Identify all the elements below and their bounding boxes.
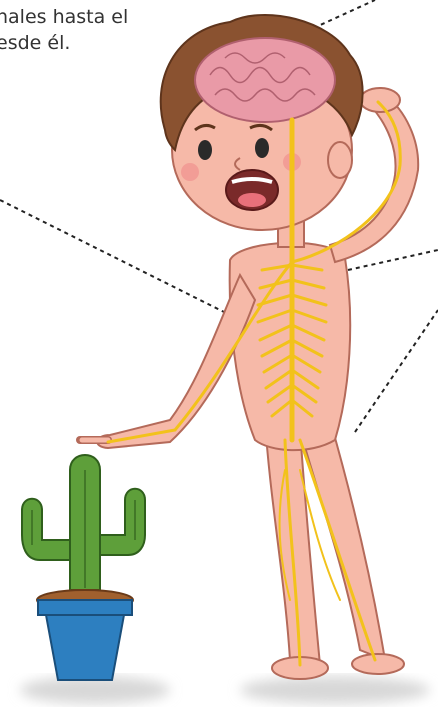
ear [328, 142, 352, 178]
left-eye [198, 140, 212, 160]
pointing-arm [97, 275, 255, 448]
flower-pot [38, 600, 132, 680]
brain [195, 38, 335, 122]
human-figure [80, 15, 418, 679]
cactus-left-arm [22, 499, 70, 560]
left-cheek [181, 163, 199, 181]
right-foot [352, 654, 404, 674]
leader-leg-nerve [355, 310, 438, 432]
right-eye [255, 138, 269, 158]
raised-hand [360, 88, 400, 112]
cactus-icon [22, 455, 145, 680]
figure-shadow [240, 676, 430, 704]
cactus-right-arm [100, 489, 145, 555]
